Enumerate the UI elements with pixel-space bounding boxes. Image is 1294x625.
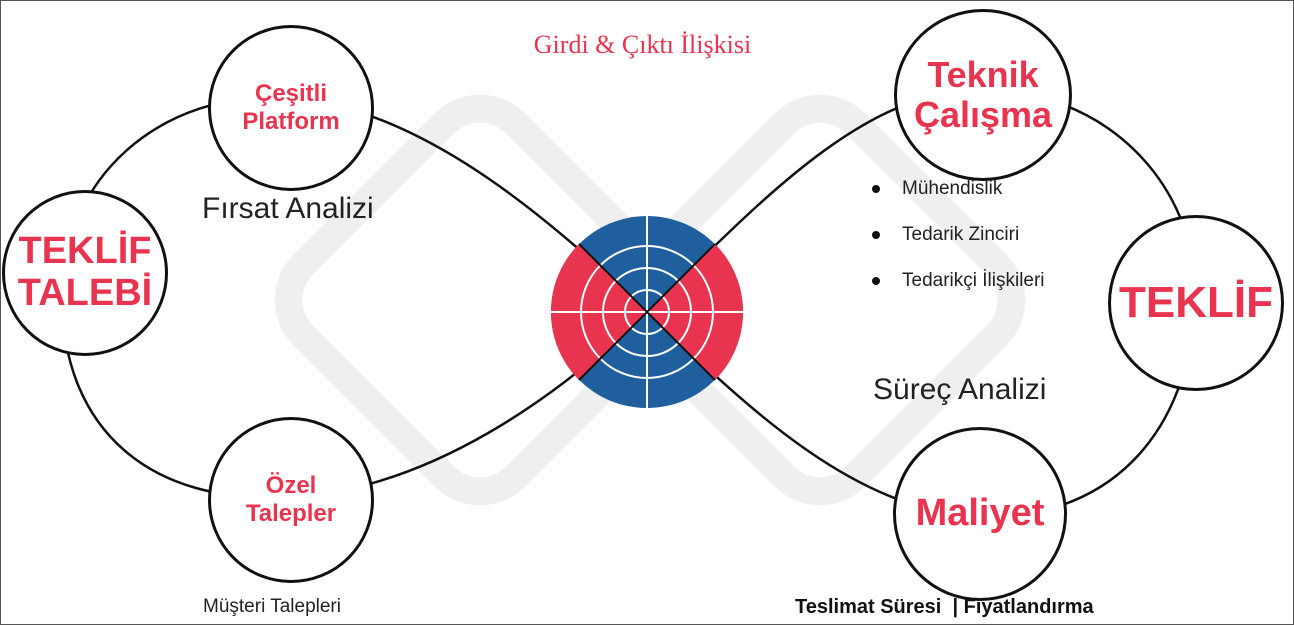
bullet-item: Tedarik Zinciri — [872, 222, 1045, 268]
background-watermark — [274, 94, 1026, 506]
bullet-list: Mühendislik Tedarik Zinciri Tedarikçi İl… — [872, 176, 1045, 314]
label-firsat-analizi: Fırsat Analizi — [202, 192, 374, 225]
bullet-item: Mühendislik — [872, 176, 1045, 222]
diagram-title: Girdi & Çıktı İlişkisi — [533, 30, 752, 59]
node-teklif-talebi: TEKLİF TALEBİ — [2, 190, 168, 356]
label-musteri-talepleri: Müşteri Talepleri — [203, 596, 341, 617]
node-maliyet: Maliyet — [893, 427, 1067, 601]
bullet-item: Tedarikçi İlişkileri — [872, 268, 1045, 314]
node-teklif: TEKLİF — [1108, 215, 1284, 391]
node-teknik-calisma: Teknik Çalışma — [894, 9, 1072, 181]
target-wheel-icon — [550, 216, 744, 408]
label-teslimat-fiyatlandirma: Teslimat Süresi | Fiyatlandırma — [795, 596, 1094, 618]
node-cesitli-platform: Çeşitli Platform — [208, 25, 374, 191]
label-surec-analizi: Süreç Analizi — [873, 373, 1047, 406]
node-ozel-talepler: Özel Talepler — [208, 417, 374, 583]
